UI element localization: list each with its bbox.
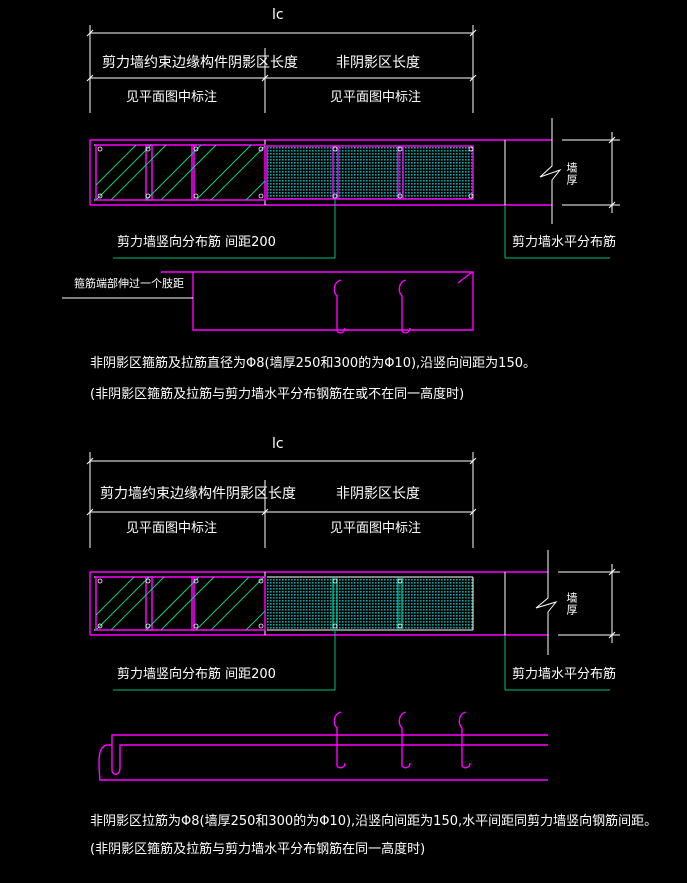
- zone-right-label-bottom: 非阴影区长度: [336, 486, 420, 502]
- caption-line1-top: 非阴影区箍筋及拉筋直径为Φ8(墙厚250和300的为Φ10),沿竖向间距为150…: [90, 356, 536, 371]
- lc-label-top: lc: [272, 7, 284, 23]
- dimension-lines-bottom: [86, 452, 477, 548]
- horizontal-bars-label-top: 剪力墙水平分布筋: [512, 235, 617, 250]
- wall-section-bottom: [89, 550, 620, 691]
- lc-label-bottom: lc: [272, 436, 284, 452]
- note-left-bottom: 见平面图中标注: [126, 521, 218, 536]
- detail-bottom: [86, 452, 620, 781]
- note-right-bottom: 见平面图中标注: [330, 521, 422, 536]
- vertical-bars-label-top: 剪力墙竖向分布筋 间距200: [117, 235, 276, 250]
- horizontal-bars-label-bottom: 剪力墙水平分布筋: [512, 667, 617, 682]
- wall-thickness-label-bottom: 墙厚: [565, 592, 578, 616]
- mesh-zone-top: [267, 146, 473, 199]
- mesh-zone-bottom: [267, 577, 473, 630]
- wall-thickness-label-top: 墙厚: [565, 162, 578, 186]
- wall-section-top: [89, 118, 620, 259]
- stirrup-note-top: 箍筋端部伸过一个肢距: [74, 277, 184, 290]
- note-right-top: 见平面图中标注: [330, 90, 422, 105]
- tie-elevation-bottom: [98, 711, 548, 781]
- stirrup-elevation-top: [62, 271, 474, 334]
- detail-top: [62, 25, 620, 334]
- hatch-top: [95, 144, 266, 201]
- hatch-bottom: [95, 576, 266, 631]
- caption-line2-top: (非阴影区箍筋及拉筋与剪力墙水平分布钢筋在或不在同一高度时): [90, 387, 465, 402]
- zone-left-label-bottom: 剪力墙约束边缘构件阴影区长度: [100, 486, 296, 502]
- dimension-lines-top: [86, 25, 477, 113]
- vertical-bars-label-bottom: 剪力墙竖向分布筋 间距200: [117, 667, 276, 682]
- caption-line2-bottom: (非阴影区箍筋及拉筋与剪力墙水平分布钢筋在同一高度时): [90, 842, 426, 857]
- zone-left-label-top: 剪力墙约束边缘构件阴影区长度: [102, 55, 298, 71]
- note-left-top: 见平面图中标注: [126, 90, 218, 105]
- caption-line1-bottom: 非阴影区拉筋为Φ8(墙厚250和300的为Φ10),沿竖向间距为150,水平间距…: [90, 814, 658, 829]
- zone-right-label-top: 非阴影区长度: [336, 55, 420, 71]
